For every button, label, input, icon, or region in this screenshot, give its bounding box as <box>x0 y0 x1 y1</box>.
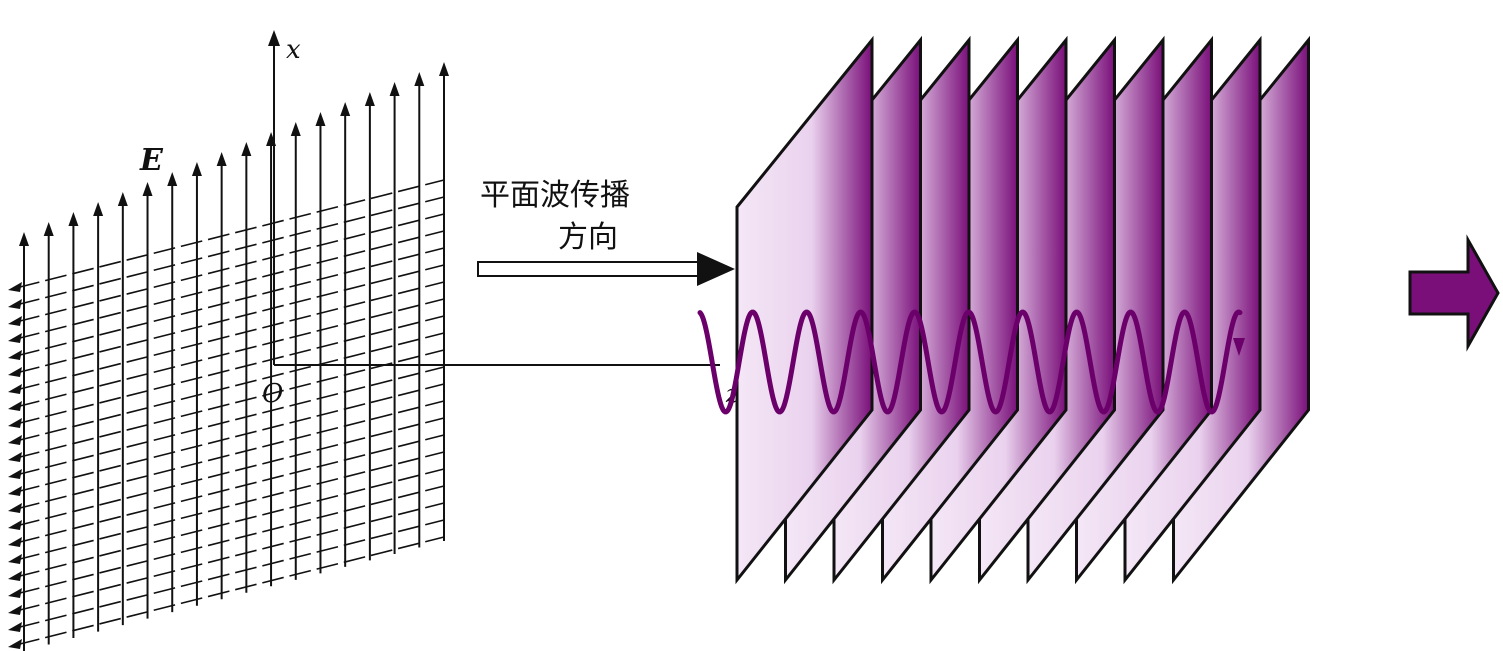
h-field-line <box>17 502 445 612</box>
e-field-arrowhead <box>117 192 128 206</box>
h-field-line <box>17 485 445 595</box>
origin-label: O <box>262 379 283 409</box>
h-field-arrowhead <box>8 503 22 513</box>
h-field-arrowhead <box>8 588 22 598</box>
e-field-arrowhead <box>241 142 252 156</box>
direction-label-line1: 平面波传播 <box>480 178 630 213</box>
h-field-line <box>17 366 445 476</box>
h-field-line <box>17 179 445 289</box>
h-field-arrowhead <box>8 435 22 445</box>
h-field-line <box>17 230 445 340</box>
e-field-arrowhead <box>364 92 375 106</box>
h-field-arrowhead <box>8 333 22 343</box>
h-field-line <box>17 400 445 510</box>
h-field-line <box>17 383 445 493</box>
h-field-arrowhead <box>8 299 22 309</box>
e-field-arrowhead <box>290 122 301 136</box>
h-field-line <box>17 349 445 459</box>
h-field-arrowhead <box>8 401 22 411</box>
h-field-arrowhead <box>8 469 22 479</box>
h-field-arrowhead <box>8 350 22 360</box>
h-field-line <box>17 332 445 442</box>
h-field-line <box>17 264 445 374</box>
h-field-arrowhead <box>8 622 22 632</box>
propagation-arrow <box>477 252 735 286</box>
h-field-arrowhead <box>8 520 22 530</box>
e-field-arrowhead <box>68 212 79 226</box>
h-field-arrowhead <box>8 554 22 564</box>
e-field-arrowhead <box>43 222 54 236</box>
e-field-arrowhead <box>315 112 326 126</box>
h-field-arrowhead <box>8 367 22 377</box>
wavefront-plates <box>735 35 1310 585</box>
axes <box>268 30 720 366</box>
h-field-line <box>17 468 445 578</box>
e-field-grid <box>8 62 449 651</box>
x-axis-arrowhead <box>268 30 280 46</box>
h-field-line <box>17 213 445 323</box>
h-field-arrowhead <box>8 418 22 428</box>
e-field-arrowhead <box>93 202 104 216</box>
wavefront-plate <box>735 35 874 585</box>
h-field-arrowhead <box>8 282 22 292</box>
purple-direction-arrow <box>1408 234 1500 352</box>
h-field-line <box>17 434 445 544</box>
direction-label-line2: 方向 <box>558 220 618 255</box>
e-field-arrowhead <box>389 82 400 96</box>
h-field-line <box>17 247 445 357</box>
field-label-e: E <box>139 143 164 178</box>
h-field-line <box>17 451 445 561</box>
h-field-line <box>17 536 445 646</box>
h-field-arrowhead <box>8 384 22 394</box>
h-field-line <box>17 196 445 306</box>
h-field-arrowhead <box>8 452 22 462</box>
e-field-arrowhead <box>191 162 202 176</box>
e-field-arrowhead <box>216 152 227 166</box>
helical-wave <box>697 309 1243 415</box>
h-field-line <box>17 298 445 408</box>
h-field-line <box>17 315 445 425</box>
h-field-arrowhead <box>8 486 22 496</box>
h-field-arrowhead <box>8 571 22 581</box>
wave-end-arrowhead <box>1233 338 1245 356</box>
e-field-arrowhead <box>439 62 449 76</box>
h-field-arrowhead <box>8 537 22 547</box>
h-field-line <box>17 281 445 391</box>
h-field-arrowhead <box>8 605 22 615</box>
h-field-line <box>17 417 445 527</box>
e-field-arrowhead <box>340 102 351 116</box>
e-field-arrowhead <box>167 172 178 186</box>
h-field-arrowhead <box>8 639 22 649</box>
e-field-arrowhead <box>414 72 425 86</box>
e-field-arrowhead <box>142 182 153 196</box>
h-field-arrowhead <box>8 316 22 326</box>
e-field-arrowhead <box>19 232 29 246</box>
h-field-line <box>17 519 445 629</box>
x-axis-label: x <box>286 35 301 65</box>
